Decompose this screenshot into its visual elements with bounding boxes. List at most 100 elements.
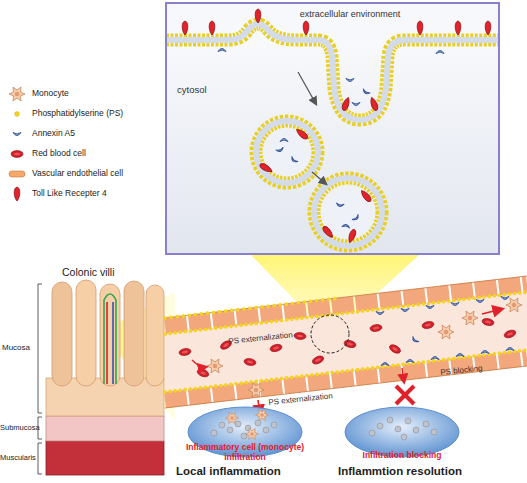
blood-vessel	[165, 358, 527, 400]
blood-vessel	[343, 339, 356, 349]
blood-vessel	[388, 343, 402, 355]
colon-wall	[104, 294, 116, 384]
colon-wall	[52, 282, 72, 386]
legend-swatch	[6, 126, 28, 142]
membrane-inset	[166, 24, 499, 120]
region-label: cytosol	[177, 84, 237, 95]
legend-text: Toll Like Recepter 4	[32, 188, 107, 198]
blood-vessel	[311, 354, 325, 365]
infiltrated-cells	[211, 430, 217, 436]
blood-vessel	[503, 329, 517, 339]
colon-wall	[124, 281, 144, 386]
process-label: PS externalization	[268, 391, 333, 407]
blood-vessel	[406, 360, 414, 363]
outcome-label: Inflammatory cell (monocyte) infiltratio…	[167, 442, 323, 462]
blood-vessel	[481, 317, 494, 326]
blood-vessel	[506, 298, 522, 312]
infiltrated-cells	[255, 420, 261, 426]
infiltrated-cells	[263, 427, 269, 433]
resting-cells	[377, 423, 383, 429]
infiltrated-cells	[226, 412, 239, 423]
membrane-inset	[218, 49, 226, 52]
legend-icon	[11, 151, 23, 158]
membrane-inset	[276, 147, 285, 153]
infiltrated-cells	[235, 421, 241, 427]
membrane-inset	[209, 21, 215, 35]
figure-label: Colonic villi	[62, 266, 115, 278]
blood-vessel	[411, 336, 419, 343]
membrane-inset	[314, 178, 382, 246]
blood-vessel	[476, 300, 484, 303]
pool-outline	[345, 407, 459, 457]
colon-wall	[46, 441, 164, 475]
membrane-inset	[314, 178, 382, 246]
membrane-inset	[347, 228, 357, 243]
membrane-inset	[256, 121, 318, 183]
legend-icon	[14, 187, 20, 201]
legend-text: Phosphatidylserine (PS)	[32, 108, 123, 118]
membrane-inset	[336, 203, 344, 207]
membrane-inset	[303, 21, 309, 35]
blood-vessel	[294, 332, 307, 340]
infiltrated-cells	[227, 427, 233, 433]
membrane-inset	[182, 21, 188, 35]
stage-label: Inflammtion resolution	[338, 465, 462, 477]
resting-cells	[401, 434, 407, 440]
membrane-inset	[455, 21, 461, 35]
blood-vessel	[165, 292, 527, 334]
membrane-inset	[346, 79, 354, 82]
membrane-inset	[166, 24, 499, 120]
blood-vessel	[165, 298, 340, 318]
blood-vessel	[179, 348, 192, 357]
blood-vessel	[402, 368, 404, 382]
blood-vessel	[370, 324, 383, 332]
layer-label: Muscularis	[0, 453, 36, 462]
legend-row: Vascular endothelial cell	[6, 166, 166, 182]
blood-vessel	[451, 303, 459, 306]
blood-vessel	[165, 284, 527, 326]
membrane-inset	[321, 225, 334, 239]
resting-cells	[431, 429, 437, 435]
membrane-inset	[280, 139, 288, 142]
blood-vessel	[196, 368, 210, 378]
outcome-label: Infiltration blocking	[324, 450, 480, 460]
legend-row: Annexin A5	[6, 126, 166, 142]
blood-vessel	[506, 348, 514, 351]
legend-swatch	[6, 186, 28, 202]
infiltrated-cells	[256, 409, 269, 420]
legend-swatch	[6, 86, 28, 102]
resting-cells	[369, 430, 375, 436]
infiltrated-cells	[246, 428, 259, 439]
blood-vessel	[244, 358, 257, 367]
membrane-inset	[166, 3, 499, 254]
tissue-pool: Inflammatory cell (monocyte) infiltratio…	[187, 406, 303, 458]
legend-row: Phosphatidylserine (PS)	[6, 106, 166, 122]
blood-vessel	[401, 309, 409, 312]
blood-vessel	[462, 311, 478, 325]
blood-vessel	[207, 359, 223, 373]
blood-vessel	[501, 297, 509, 300]
resting-cells	[369, 417, 437, 440]
resting-cells	[405, 418, 411, 424]
membrane-inset	[485, 21, 491, 35]
membrane-inset	[362, 89, 370, 96]
colon-wall	[38, 280, 164, 475]
process-label: PS blocking	[440, 364, 483, 377]
membrane-inset	[341, 96, 351, 111]
colon-wall	[76, 280, 96, 386]
blood-vessel	[421, 320, 434, 329]
inset-panel: extracellular environmentcytosol	[165, 2, 500, 255]
membrane-inset	[369, 96, 379, 111]
process-label: PS externalization	[228, 330, 293, 346]
blood-vessel	[481, 351, 489, 354]
membrane-inset	[166, 3, 499, 254]
blood-vessel	[438, 325, 454, 339]
blood-vessel	[396, 386, 414, 404]
infiltrated-cells	[219, 422, 225, 428]
colon-wall	[146, 285, 164, 386]
resting-cells	[413, 427, 419, 433]
blood-vessel	[482, 309, 502, 314]
resting-cells	[395, 426, 401, 432]
legend-row: Monocyte	[6, 86, 166, 102]
